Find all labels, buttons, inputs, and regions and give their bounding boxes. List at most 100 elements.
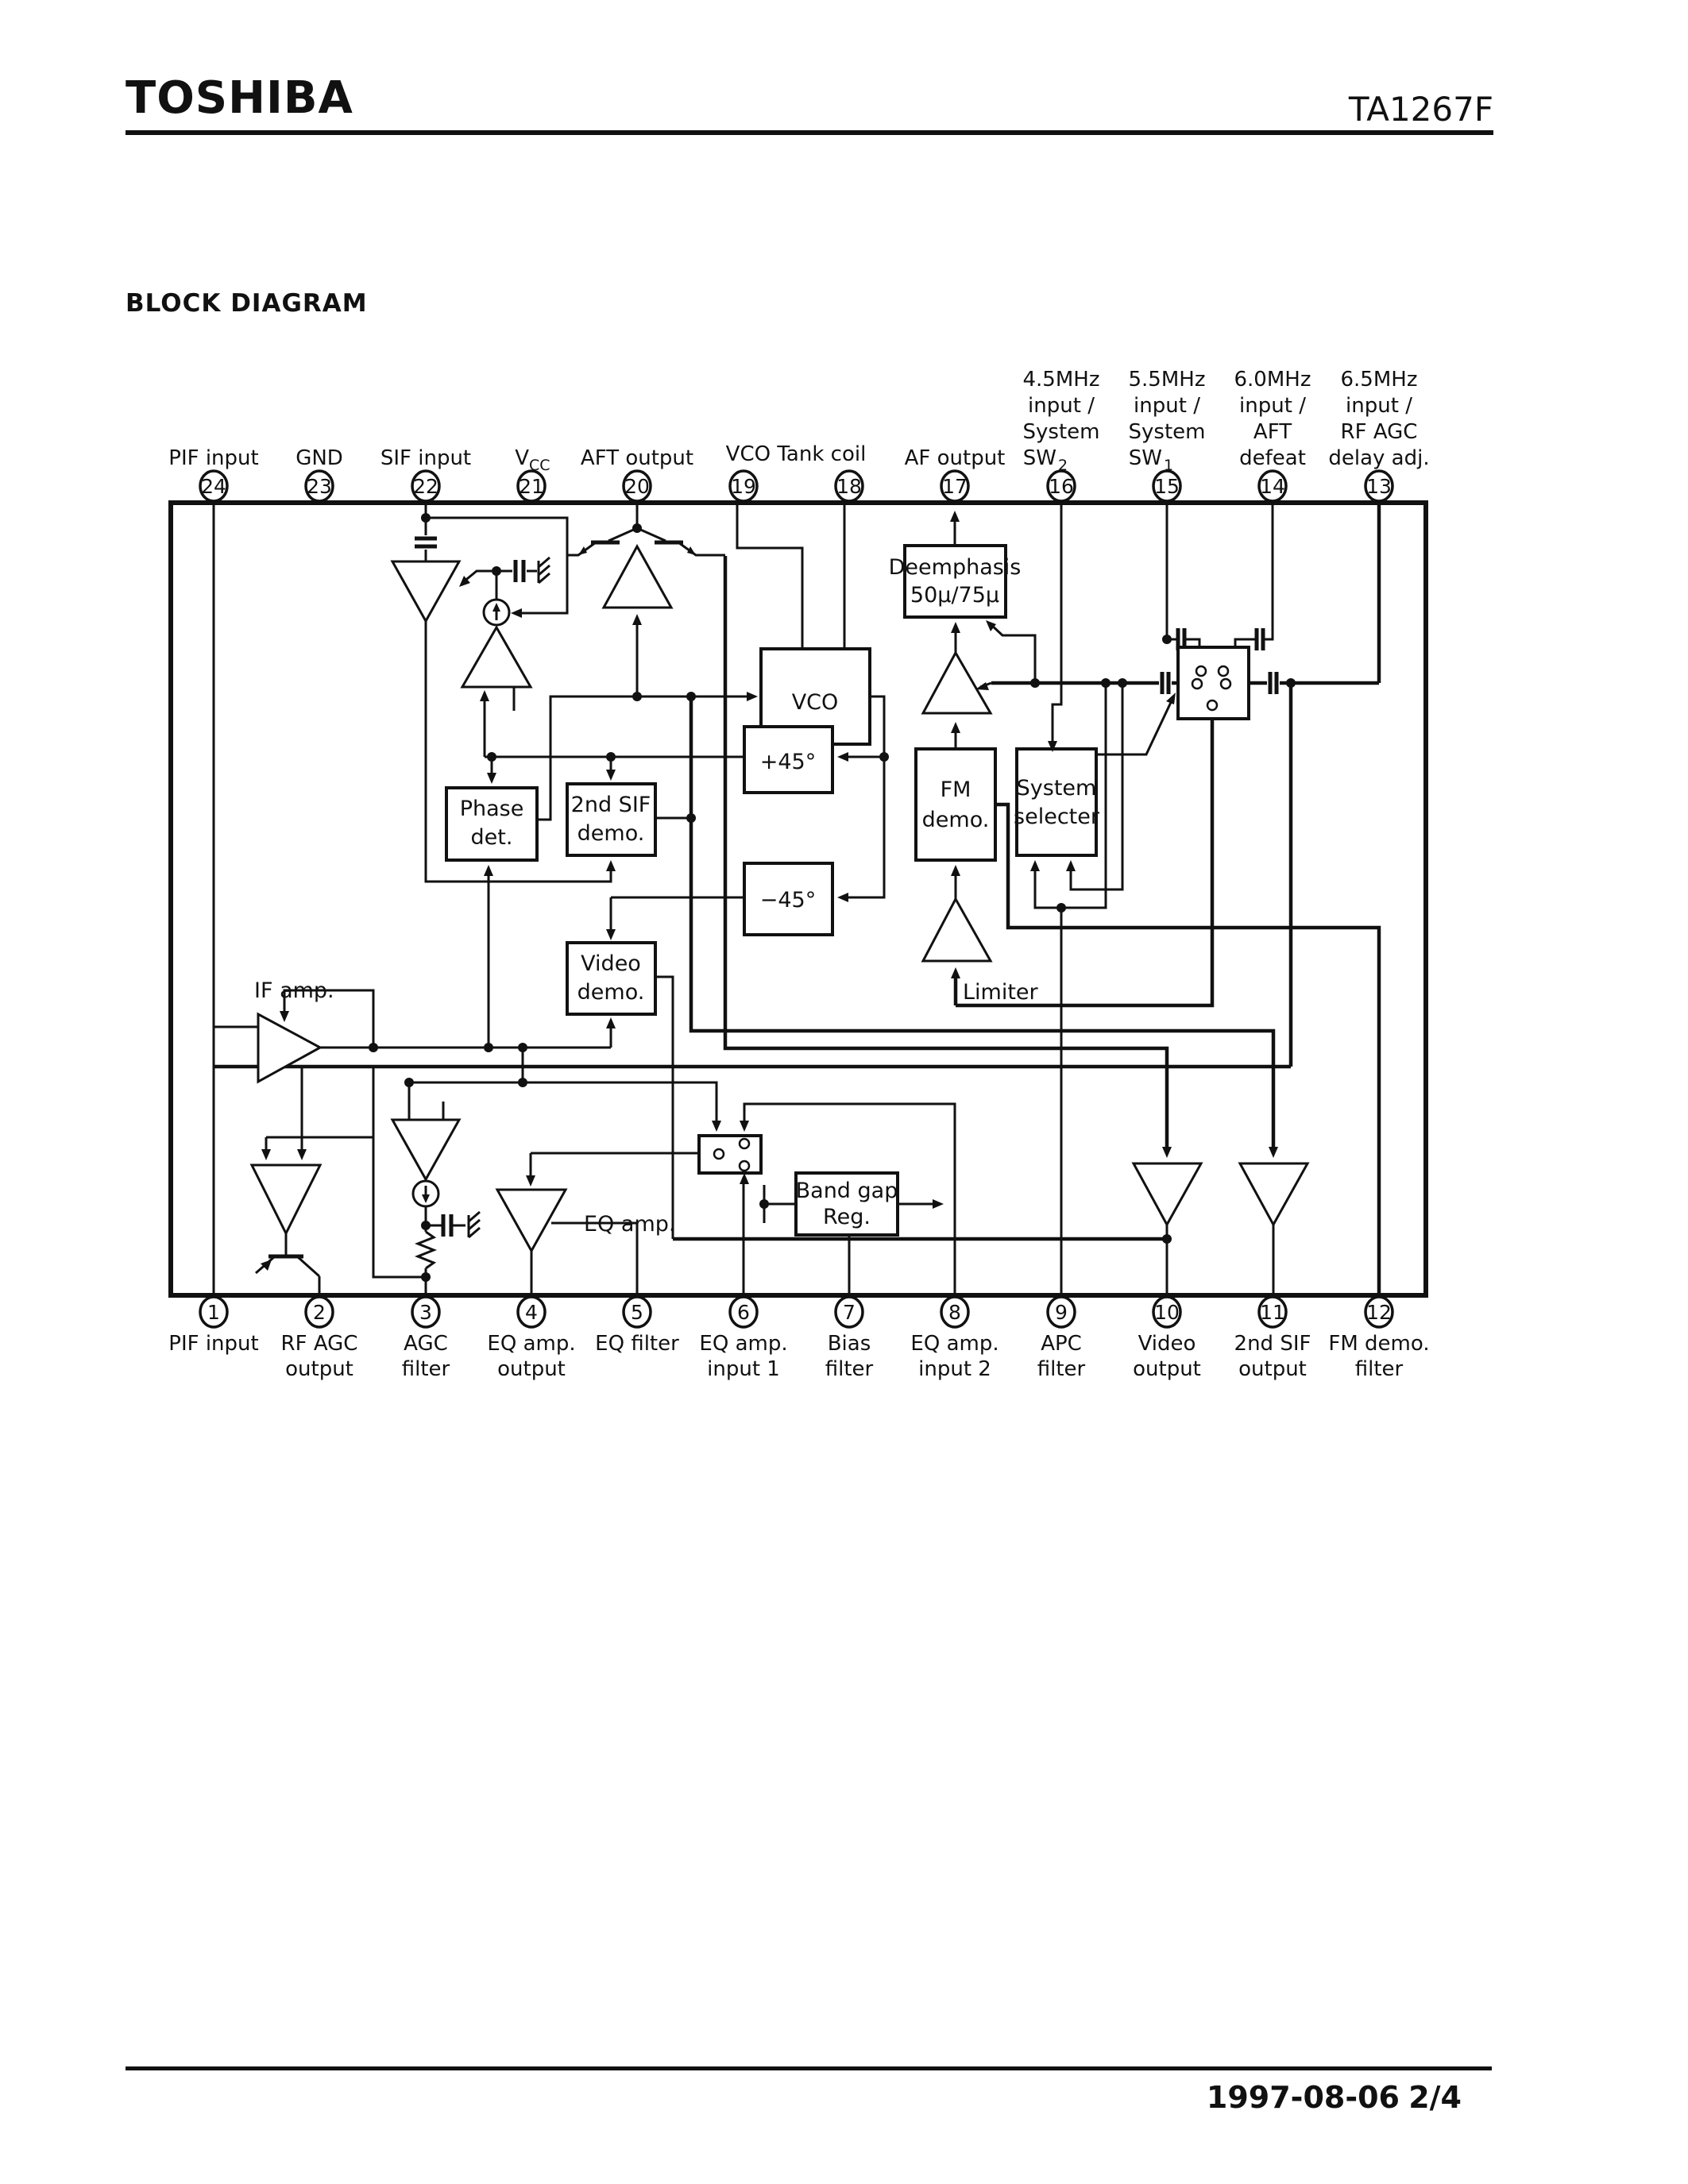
limiter-label: Limiter (963, 980, 1039, 1005)
top-pins: 24 23 22 21 20 19 18 17 16 15 14 13 (199, 469, 1394, 503)
pin-13-label-2: input / (1346, 394, 1412, 418)
arrowheads (261, 511, 1278, 1271)
ground-icon (467, 1210, 481, 1239)
pin-16-label-sw-sub: 2 (1058, 457, 1068, 474)
pin-5-number: 5 (631, 1301, 643, 1324)
pin-16-label-1: 4.5MHz (1023, 368, 1100, 392)
fm-amp-triangle (921, 650, 993, 715)
pin-14-label-1: 6.0MHz (1234, 368, 1311, 392)
system-selecter-label-1: System (1017, 776, 1097, 801)
pin-15-label-3: System (1129, 420, 1206, 444)
minus45-block (743, 862, 834, 936)
fm-demo-label-1: FM (941, 778, 971, 802)
pin-13-label-4: delay adj. (1328, 446, 1429, 470)
pin-23-number: 23 (307, 475, 332, 498)
pin-7-label-2: filter (825, 1357, 874, 1381)
pin-7-number: 7 (843, 1301, 856, 1324)
plus45-block (743, 725, 834, 794)
aft-amp-triangle (601, 543, 674, 609)
ic-outline (168, 500, 1428, 1298)
if-amp-label: IF amp. (254, 978, 334, 1003)
pin-3-label-1: AGC (404, 1332, 448, 1356)
sif2-output-triangle (1238, 1162, 1310, 1228)
pin-14-label-4: defeat (1239, 446, 1306, 470)
page-title: BLOCK DIAGRAM (126, 289, 368, 318)
pin-21-number: 21 (519, 475, 544, 498)
pin-20-number: 20 (624, 475, 650, 498)
pin-12-number: 12 (1366, 1301, 1392, 1324)
pin-7-label-1: Bias (828, 1332, 871, 1356)
switch-contacts (713, 665, 1232, 1172)
video-output-triangle (1131, 1162, 1203, 1228)
eq-amp-label: EQ amp. (584, 1212, 675, 1237)
capacitor-plates (268, 536, 1279, 1259)
pin-24-label: PIF input (168, 446, 258, 470)
pin-2-number: 2 (313, 1301, 326, 1324)
fm-demo-label-2: demo. (922, 808, 990, 832)
vco-label: VCO (792, 690, 839, 715)
deemphasis-block (903, 544, 1007, 619)
pin-20-label: AFT output (581, 446, 693, 470)
pin-9-label-2: filter (1037, 1357, 1086, 1381)
pin-6-label-2: input 1 (707, 1357, 780, 1381)
pin-15-label-1: 5.5MHz (1129, 368, 1206, 392)
system-selecter-label-2: selecter (1014, 805, 1100, 829)
if-amp-triangle (257, 1012, 323, 1084)
pin-21-label-v: V (515, 446, 529, 470)
pin-16-number: 16 (1049, 475, 1074, 498)
pin-8-number: 8 (948, 1301, 961, 1324)
pin-15-number: 15 (1154, 475, 1180, 498)
pin-3-label-2: filter (402, 1357, 450, 1381)
pin-9-label-1: APC (1041, 1332, 1082, 1356)
sif-amp-triangle (390, 560, 462, 624)
video-demo-block (566, 941, 657, 1016)
pin-6-number: 6 (737, 1301, 750, 1324)
header-rule (126, 130, 1493, 135)
pin-8-label-2: input 2 (918, 1357, 991, 1381)
pin-15-label-2: input / (1134, 394, 1200, 418)
pin-10-label-2: output (1133, 1357, 1201, 1381)
pin-13-number: 13 (1366, 475, 1392, 498)
pin-16-label-3: System (1023, 420, 1100, 444)
pin-12-label-2: filter (1355, 1357, 1404, 1381)
bandgap-label-1: Band gap (796, 1179, 898, 1203)
eq-switch-box (697, 1134, 763, 1175)
vco-tank-coil-label: VCO Tank coil (726, 442, 867, 466)
amplifier-triangles (249, 543, 1310, 1254)
junction-dots (369, 513, 1296, 1282)
pin-11-number: 11 (1260, 1301, 1285, 1324)
brand-logo: TOSHIBA (126, 72, 353, 124)
plus45-label: +45° (760, 750, 816, 774)
eq-amp-triangle (495, 1188, 568, 1254)
pin-12-label-1: FM demo. (1328, 1332, 1429, 1356)
pin-17-number: 17 (942, 475, 968, 498)
pin-19-number: 19 (731, 475, 756, 498)
agc-amp-triangle (390, 1118, 462, 1183)
phase-det-label-1: Phase (460, 797, 524, 821)
resistor (414, 1230, 438, 1270)
pin-21-label-cc: CC (529, 457, 550, 474)
pin-24-number: 24 (201, 475, 226, 498)
minus45-label: −45° (760, 888, 816, 913)
system-selecter-block (1015, 747, 1098, 857)
sif2-amp-triangle (460, 624, 533, 689)
pin-11-label-2: output (1238, 1357, 1307, 1381)
pin-15-label-sw-sub: 1 (1164, 457, 1173, 474)
pin-4-number: 4 (525, 1301, 538, 1324)
footer-page: 2/4 (1408, 2080, 1462, 2115)
sif2-demo-label-1: 2nd SIF (571, 793, 651, 817)
sif2-demo-block (566, 782, 657, 857)
pin-16-label-sw: SW (1023, 446, 1056, 470)
pin-13-label-3: RF AGC (1341, 420, 1418, 444)
pin-5-label: EQ filter (595, 1332, 679, 1356)
ground-icon (537, 556, 550, 585)
pin-13-label-1: 6.5MHz (1341, 368, 1418, 392)
pin-8-label-1: EQ amp. (910, 1332, 999, 1356)
part-number: TA1267F (1348, 90, 1493, 129)
footer-rule (126, 2066, 1492, 2070)
pin-9-number: 9 (1055, 1301, 1068, 1324)
deemphasis-label-2: 50μ/75μ (910, 583, 999, 608)
sif2-demo-label-2: demo. (577, 821, 645, 846)
